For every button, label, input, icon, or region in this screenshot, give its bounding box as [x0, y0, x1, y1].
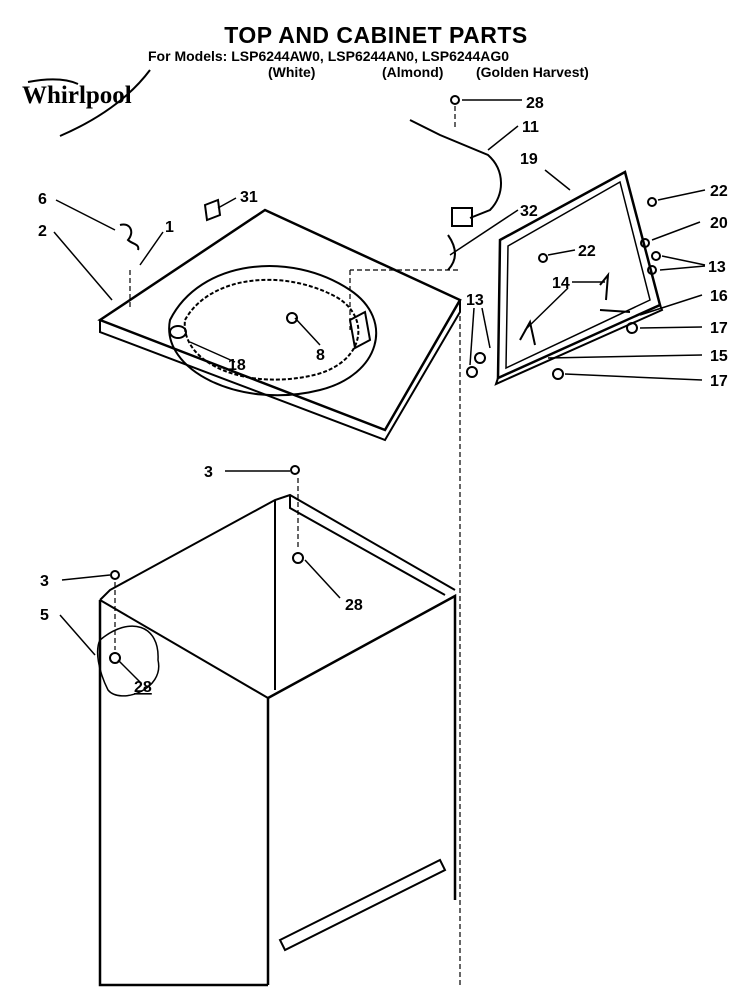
cabinet: [96, 493, 457, 987]
callouts: 28 11 19 22 20 13 16 17 15 17 22 14 13 3…: [38, 95, 728, 696]
assembly-lines: [114, 106, 461, 985]
callout-22: 22: [710, 183, 728, 200]
callout-31: 31: [240, 189, 258, 206]
callout-17: 17: [710, 373, 728, 390]
callout-22: 22: [578, 243, 596, 260]
callout-11: 11: [522, 119, 539, 136]
callout-13: 13: [708, 259, 726, 276]
callout-5: 5: [40, 607, 49, 624]
wire-harness: [409, 119, 502, 227]
callout-8: 8: [316, 347, 325, 364]
callout-19: 19: [520, 151, 538, 168]
callout-3: 3: [204, 464, 213, 481]
color-almond: (Almond): [382, 64, 444, 80]
callout-13: 13: [466, 292, 484, 309]
callout-20: 20: [710, 215, 728, 232]
callout-2: 2: [38, 223, 47, 240]
models-line: For Models: LSP6244AW0, LSP6244AN0, LSP6…: [148, 48, 510, 64]
leader-lines: [53, 99, 706, 683]
callout-16: 16: [710, 288, 728, 305]
callout-1: 1: [165, 219, 174, 236]
color-golden-harvest: (Golden Harvest): [476, 64, 589, 80]
callout-15: 15: [710, 348, 728, 365]
whirlpool-logo: Whirlpool: [22, 82, 132, 109]
small-parts: [109, 95, 661, 664]
callout-6: 6: [38, 191, 47, 208]
callout-28: 28: [345, 597, 363, 614]
callout-3: 3: [40, 573, 49, 590]
logo-swoosh: [27, 69, 151, 137]
color-white: (White): [268, 64, 316, 80]
callout-28: 28: [526, 95, 544, 112]
callout-28: 28: [134, 679, 152, 696]
callout-14: 14: [552, 275, 570, 292]
page-title: TOP AND CABINET PARTS: [224, 22, 528, 48]
callout-18: 18: [228, 357, 246, 374]
callout-17: 17: [710, 320, 728, 337]
callout-32: 32: [520, 203, 538, 220]
